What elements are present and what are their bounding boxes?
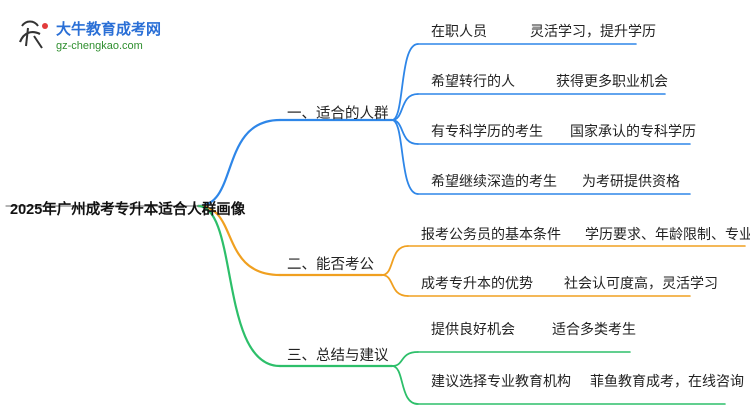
node-underlines: [5, 43, 746, 405]
branch-to-leaf-connector: [391, 43, 419, 121]
bull-logo-icon: [18, 20, 48, 49]
branch-label-summary: 三、总结与建议: [287, 347, 389, 364]
leaf-detail: 社会认可度高，灵活学习: [564, 275, 718, 291]
branch-to-leaf-connector: [381, 274, 409, 297]
leaf-topic: 成考专升本的优势: [421, 275, 533, 291]
leaf-topic: 提供良好机会: [431, 321, 515, 337]
leaf-detail: 菲鱼教育成考，在线咨询: [590, 373, 744, 389]
leaf-topic: 希望继续深造的考生: [431, 173, 557, 189]
leaf-detail: 灵活学习，提升学历: [530, 23, 656, 39]
branch-to-leaf-connector: [391, 119, 419, 195]
leaf-topic: 建议选择专业教育机构: [431, 373, 571, 389]
logo-graphic: 大牛教育成考网 gz-chengkao.com: [18, 20, 161, 52]
root-to-branch-connector: [196, 118, 282, 208]
branch-to-leaf-connector: [391, 365, 419, 405]
leaf-topic: 在职人员: [431, 23, 487, 39]
site-logo[interactable]: 大牛教育成考网 gz-chengkao.com: [12, 12, 172, 56]
root-to-branch-connector: [196, 204, 282, 368]
leaf-topic: 报考公务员的基本条件: [421, 226, 561, 242]
leaf-detail: 学历要求、年龄限制、专业对口: [585, 226, 750, 242]
branch-label-civil-service: 二、能否考公: [287, 256, 374, 273]
branch-to-leaf-connector: [381, 245, 409, 276]
root-node-label: 2025年广州成考专升本适合人群画像: [10, 200, 246, 218]
connector-lines: [196, 43, 419, 405]
leaf-detail: 获得更多职业机会: [556, 73, 668, 89]
branch-to-leaf-connector: [391, 351, 419, 367]
leaf-topic: 有专科学历的考生: [431, 123, 543, 139]
leaf-topic: 希望转行的人: [431, 73, 515, 89]
logo-url: gz-chengkao.com: [56, 40, 143, 52]
leaf-detail: 国家承认的专科学历: [570, 123, 696, 139]
root-to-branch-connector: [196, 204, 282, 277]
branch-to-leaf-connector: [391, 93, 419, 121]
leaf-detail: 适合多类考生: [552, 321, 636, 337]
logo-name: 大牛教育成考网: [56, 20, 161, 38]
leaf-detail: 为考研提供资格: [582, 173, 680, 189]
branch-label-suitable-groups: 一、适合的人群: [287, 105, 389, 122]
